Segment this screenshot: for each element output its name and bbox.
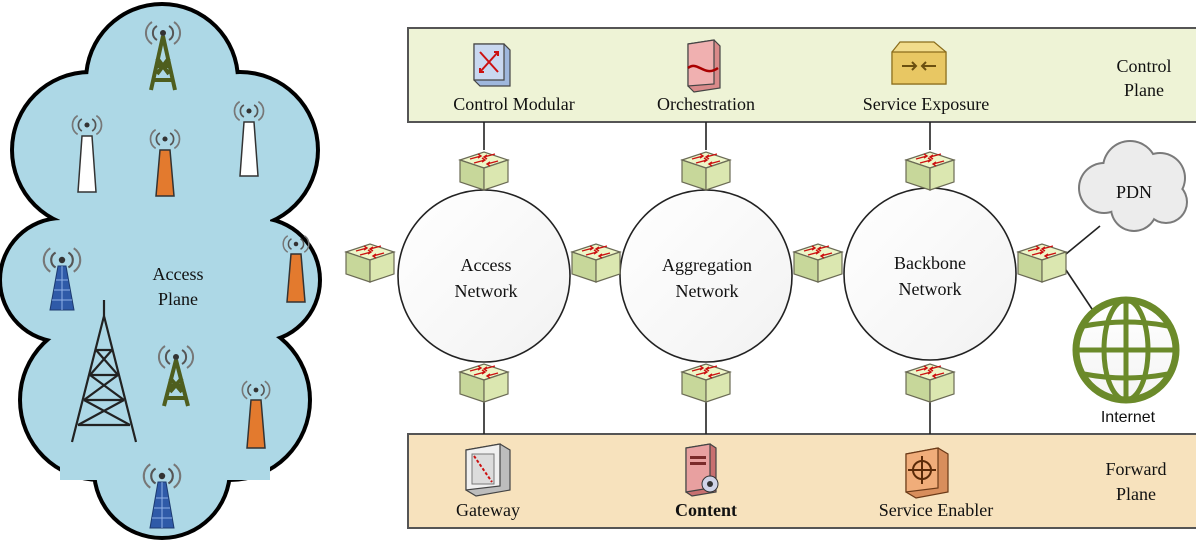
switch-icon (571, 243, 621, 283)
cell-tower-icon (42, 247, 82, 311)
internet-globe-icon (1072, 296, 1180, 404)
control-plane-label-2: Plane (1124, 80, 1164, 100)
forward-plane-label-1: Forward (1106, 459, 1167, 479)
pdn-cloud-icon (1078, 140, 1188, 232)
control-plane-label-1: Control (1116, 56, 1171, 76)
switch-icon (793, 243, 843, 283)
content-label: Content (675, 500, 737, 520)
access-plane-label-1: Access (153, 264, 204, 284)
forward-plane-label-2: Plane (1116, 484, 1156, 504)
antenna-icon (282, 234, 310, 303)
orchestration-server-icon (687, 39, 721, 93)
access-network-label-1: Access (461, 255, 512, 275)
cell-tower-icon (144, 21, 182, 91)
control-plane-bar (407, 27, 1196, 123)
controller-icon (473, 43, 511, 87)
switch-icon (681, 363, 731, 403)
access-network-ring (397, 189, 571, 363)
forward-plane-bar (407, 433, 1196, 529)
switch-icon (345, 243, 395, 283)
aggregation-network-ring (619, 189, 793, 363)
switch-icon (681, 151, 731, 191)
connector-lines (483, 122, 1101, 434)
service-exposure-label: Service Exposure (863, 94, 989, 114)
backbone-network-label-1: Backbone (894, 253, 966, 273)
switch-icon (1017, 243, 1067, 283)
lattice-tower-icon (70, 300, 138, 443)
internet-label: Internet (1101, 409, 1156, 426)
gateway-icon (465, 443, 511, 497)
switch-icon (905, 151, 955, 191)
aggregation-network-label-2: Network (676, 281, 739, 301)
switch-icon (459, 363, 509, 403)
cell-tower-icon (142, 463, 182, 529)
control-modular-label: Control Modular (453, 94, 575, 114)
cell-tower-icon (157, 345, 195, 407)
backbone-network-ring (843, 187, 1017, 361)
service-exposure-icon (891, 41, 947, 85)
orchestration-label: Orchestration (657, 94, 755, 114)
backbone-network-label-2: Network (899, 279, 962, 299)
antenna-icon (71, 114, 103, 193)
antenna-icon (241, 380, 271, 449)
switch-icon (459, 151, 509, 191)
service-enabler-icon (905, 447, 949, 499)
access-plane-label-2: Plane (158, 289, 198, 309)
antenna-icon (149, 128, 181, 197)
service-enabler-label: Service Enabler (879, 500, 993, 520)
aggregation-network-label-1: Aggregation (662, 255, 752, 275)
content-server-icon (685, 443, 719, 497)
access-network-label-2: Network (455, 281, 518, 301)
antenna-icon (233, 100, 265, 177)
pdn-label: PDN (1116, 182, 1152, 202)
gateway-label: Gateway (456, 500, 520, 520)
switch-icon (905, 363, 955, 403)
